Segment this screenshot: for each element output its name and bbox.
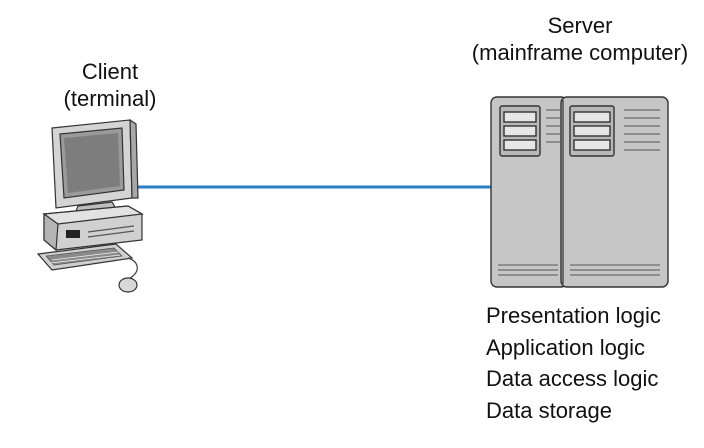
logic-item-presentation: Presentation logic bbox=[486, 303, 661, 328]
logic-item-data-storage: Data storage bbox=[486, 397, 612, 423]
logic-item-data-access: Data access logic bbox=[486, 366, 659, 391]
client-subtitle: (terminal) bbox=[63, 86, 157, 111]
client-computer-icon bbox=[36, 118, 144, 293]
server-label: Server (mainframe computer) bbox=[440, 12, 704, 66]
server-subtitle: (mainframe computer) bbox=[471, 40, 689, 65]
server-title: Server bbox=[547, 13, 613, 38]
client-label: Client (terminal) bbox=[40, 58, 180, 112]
server-logic-list: Presentation logic Application logic Dat… bbox=[486, 300, 661, 426]
logic-item-application: Application logic bbox=[486, 334, 645, 360]
client-title: Client bbox=[81, 59, 139, 84]
server-mainframe-icon bbox=[490, 96, 669, 288]
